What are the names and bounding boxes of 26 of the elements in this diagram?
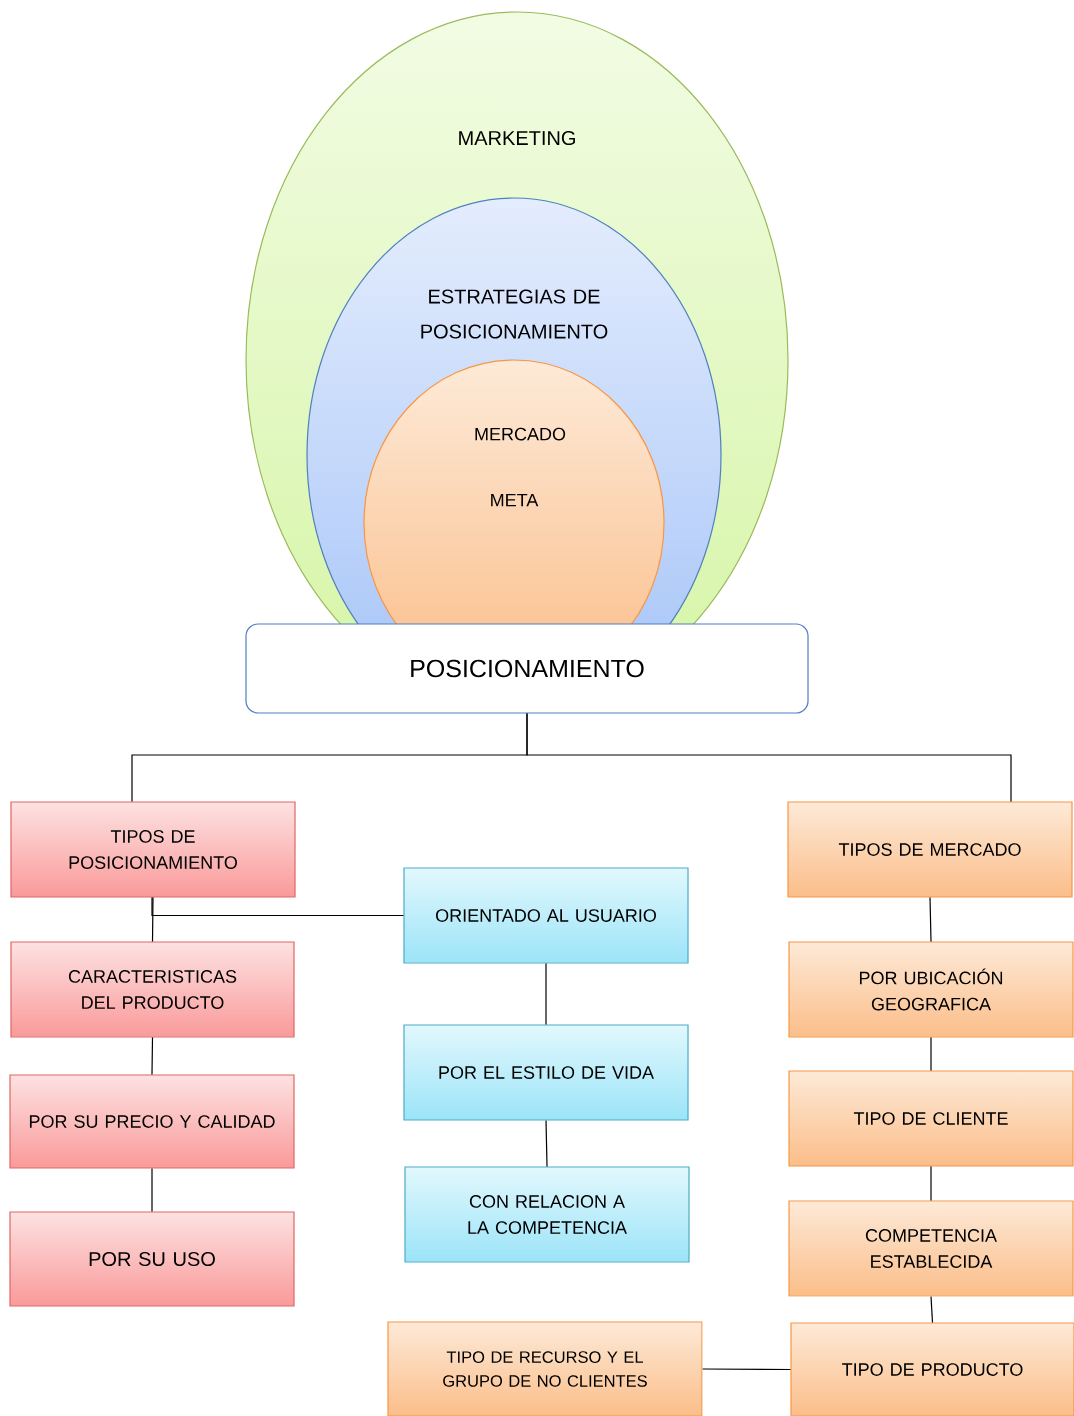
- concept-box: POR SU PRECIO Y CALIDAD: [9, 1074, 295, 1169]
- connector-line: [930, 1166, 932, 1201]
- connector-line: [545, 1120, 548, 1167]
- connector-line: [526, 713, 1012, 802]
- concept-box: CARACTERISTICAS DEL PRODUCTO: [10, 941, 295, 1038]
- connector-line: [702, 1368, 791, 1371]
- connector-line: [930, 1037, 932, 1071]
- concept-box: TIPO DE RECURSO Y EL GRUPO DE NO CLIENTES: [387, 1321, 703, 1416]
- connector-line: [151, 897, 404, 917]
- concept-box: COMPETENCIA ESTABLECIDA: [788, 1200, 1074, 1297]
- concept-box: TIPOS DE POSICIONAMIENTO: [10, 801, 296, 898]
- concept-box: CON RELACION A LA COMPETENCIA: [404, 1166, 690, 1263]
- connector-line: [545, 963, 547, 1025]
- connector-line: [930, 1296, 934, 1323]
- connector-line: [151, 1168, 153, 1212]
- concept-box: POR UBICACIÓN GEOGRAFICA: [788, 941, 1074, 1038]
- concept-box: ORIENTADO AL USUARIO: [403, 867, 689, 964]
- concept-box: POR EL ESTILO DE VIDA: [403, 1024, 689, 1121]
- concept-box: POR SU USO: [9, 1211, 295, 1307]
- title-box: POSICIONAMIENTO: [245, 623, 809, 714]
- concept-box: TIPO DE PRODUCTO: [790, 1322, 1074, 1416]
- concept-box: TIPO DE CLIENTE: [788, 1070, 1074, 1167]
- connector-line: [151, 1037, 154, 1075]
- connector-line: [929, 897, 932, 942]
- concept-box: TIPOS DE MERCADO: [787, 801, 1073, 898]
- connector-line: [151, 897, 154, 942]
